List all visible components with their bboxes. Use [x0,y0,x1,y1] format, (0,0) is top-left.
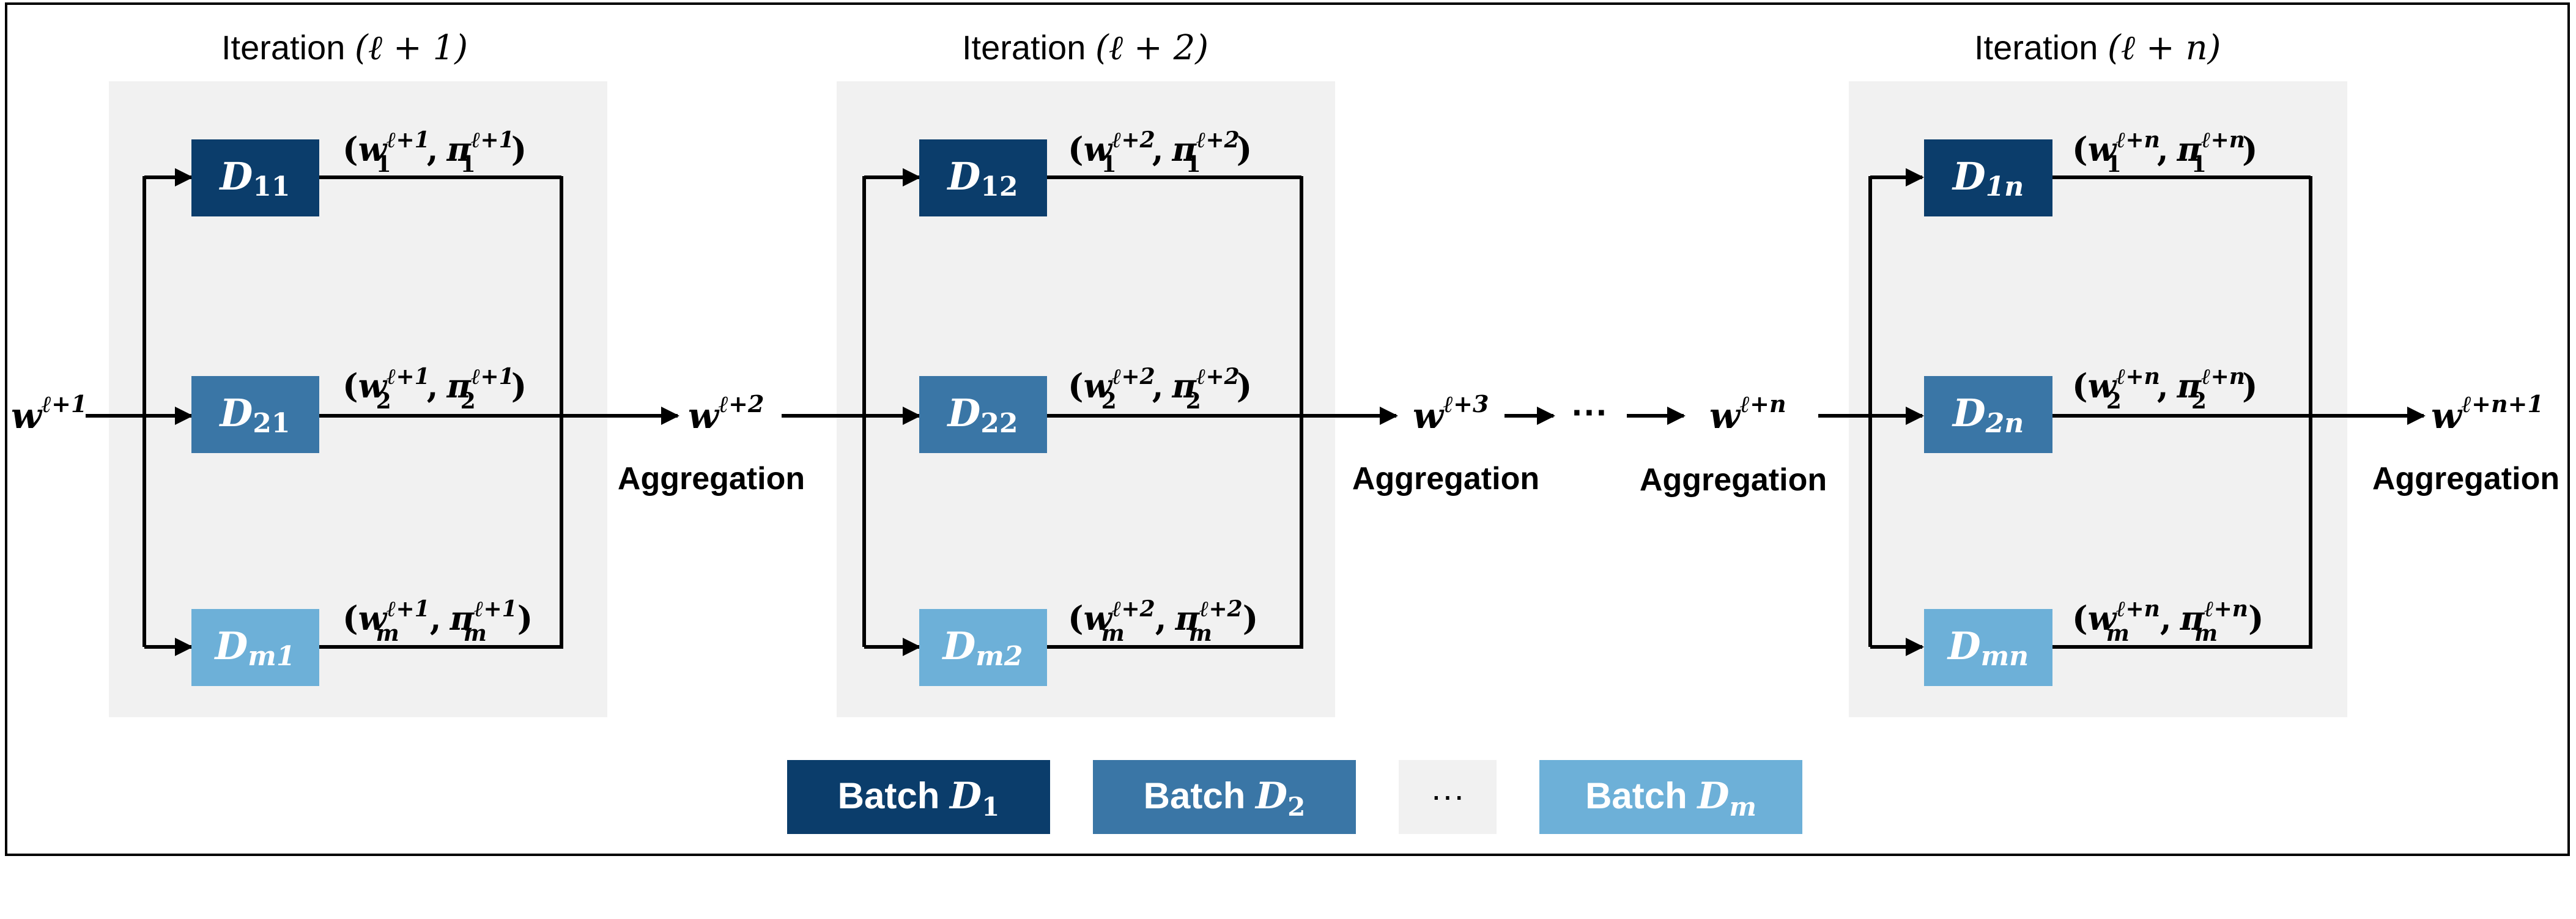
block-dm1-label: Dm1 [214,624,295,672]
connectors-iter-3 [1818,168,2426,656]
block-d11-label: D11 [219,154,291,202]
aggregation-label-2: Aggregation [1352,461,1539,496]
weight-w-ln: wℓ+n [1709,390,1786,437]
block-d21 [191,376,319,453]
legend-batch-d2 [1093,760,1356,834]
block-d2n [1924,376,2052,453]
chain-ellipsis: ··· [1572,392,1608,433]
block-d11 [191,139,319,216]
weight-w-l2: wℓ+2 [688,390,764,437]
weight-labels: wℓ+1 wℓ+2 wℓ+3 wℓ+n wℓ+n+1 [11,390,2544,437]
block-dmn-label: Dmn [1947,624,2029,672]
block-d1n [1924,139,2052,216]
block-dm2 [919,609,1047,686]
block-d12 [919,139,1047,216]
block-d1n-label: D1n [1952,154,2024,202]
iteration-title-2: Iteration (ℓ + 2) [962,28,1208,68]
block-d22-label: D22 [947,391,1018,439]
block-d22 [919,376,1047,453]
weight-w-l1: wℓ+1 [11,390,87,437]
legend-batch-d1-label: Batch D1 [838,775,1000,822]
legend-batch-d2-label: Batch D2 [1144,775,1306,822]
legend-ellipsis-box [1399,760,1497,834]
legend-ellipsis: ··· [1430,776,1465,814]
aggregation-label-3: Aggregation [1640,462,1827,498]
block-d2n-label: D2n [1952,391,2024,439]
block-dmn [1924,609,2052,686]
aggregation-label-4: Aggregation [2372,461,2559,496]
outer-frame [5,2,2570,856]
legend-batch-d1 [787,760,1050,834]
iteration-title-1: Iteration (ℓ + 1) [221,28,468,68]
legend-batch-dm-label: Batch Dm [1585,775,1756,822]
weight-w-ln1: wℓ+n+1 [2431,390,2544,437]
iteration-title-3: Iteration (ℓ + n) [1974,28,2221,68]
block-dm1 [191,609,319,686]
block-dm2-label: Dm2 [942,624,1023,672]
connectors-iter-2 [782,168,1398,656]
weight-w-l3: wℓ+3 [1413,390,1489,437]
legend: Batch D1 Batch D2 ··· Batch Dm [787,760,1802,834]
aggregation-label-1: Aggregation [618,461,805,496]
block-d21-label: D21 [219,391,291,439]
block-d12-label: D12 [947,154,1018,202]
connectors-iter-1 [86,168,679,656]
legend-batch-dm [1539,760,1802,834]
aggregation-labels: Aggregation Aggregation Aggregation Aggr… [618,461,2559,498]
